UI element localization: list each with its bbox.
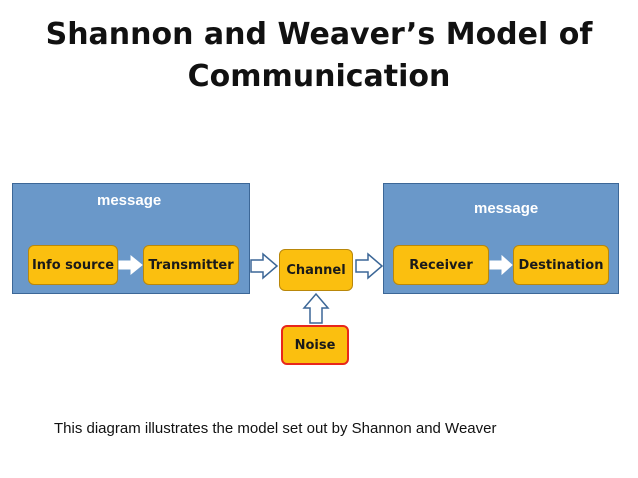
- arrow-receiver-to-destination: [489, 254, 513, 276]
- arrow-channel-to-receiver: [355, 252, 384, 280]
- title-line-2: Communication: [187, 59, 451, 94]
- receiver-node: Receiver: [393, 245, 489, 285]
- arrow-noise-to-channel: [302, 292, 330, 324]
- noise-node: Noise: [281, 325, 349, 365]
- channel-node: Channel: [279, 249, 353, 291]
- arrow-info-to-transmitter: [118, 254, 143, 276]
- info-source-node: Info source: [28, 245, 118, 285]
- destination-node: Destination: [513, 245, 609, 285]
- sender-panel-label: message: [97, 192, 162, 209]
- receiver-panel-label: message: [474, 200, 539, 217]
- arrow-transmitter-to-channel: [250, 252, 279, 280]
- diagram-title: Shannon and Weaver’s Model of Communicat…: [0, 14, 638, 98]
- diagram-caption: This diagram illustrates the model set o…: [54, 420, 497, 437]
- transmitter-node: Transmitter: [143, 245, 239, 285]
- title-line-1: Shannon and Weaver’s Model of: [45, 17, 593, 52]
